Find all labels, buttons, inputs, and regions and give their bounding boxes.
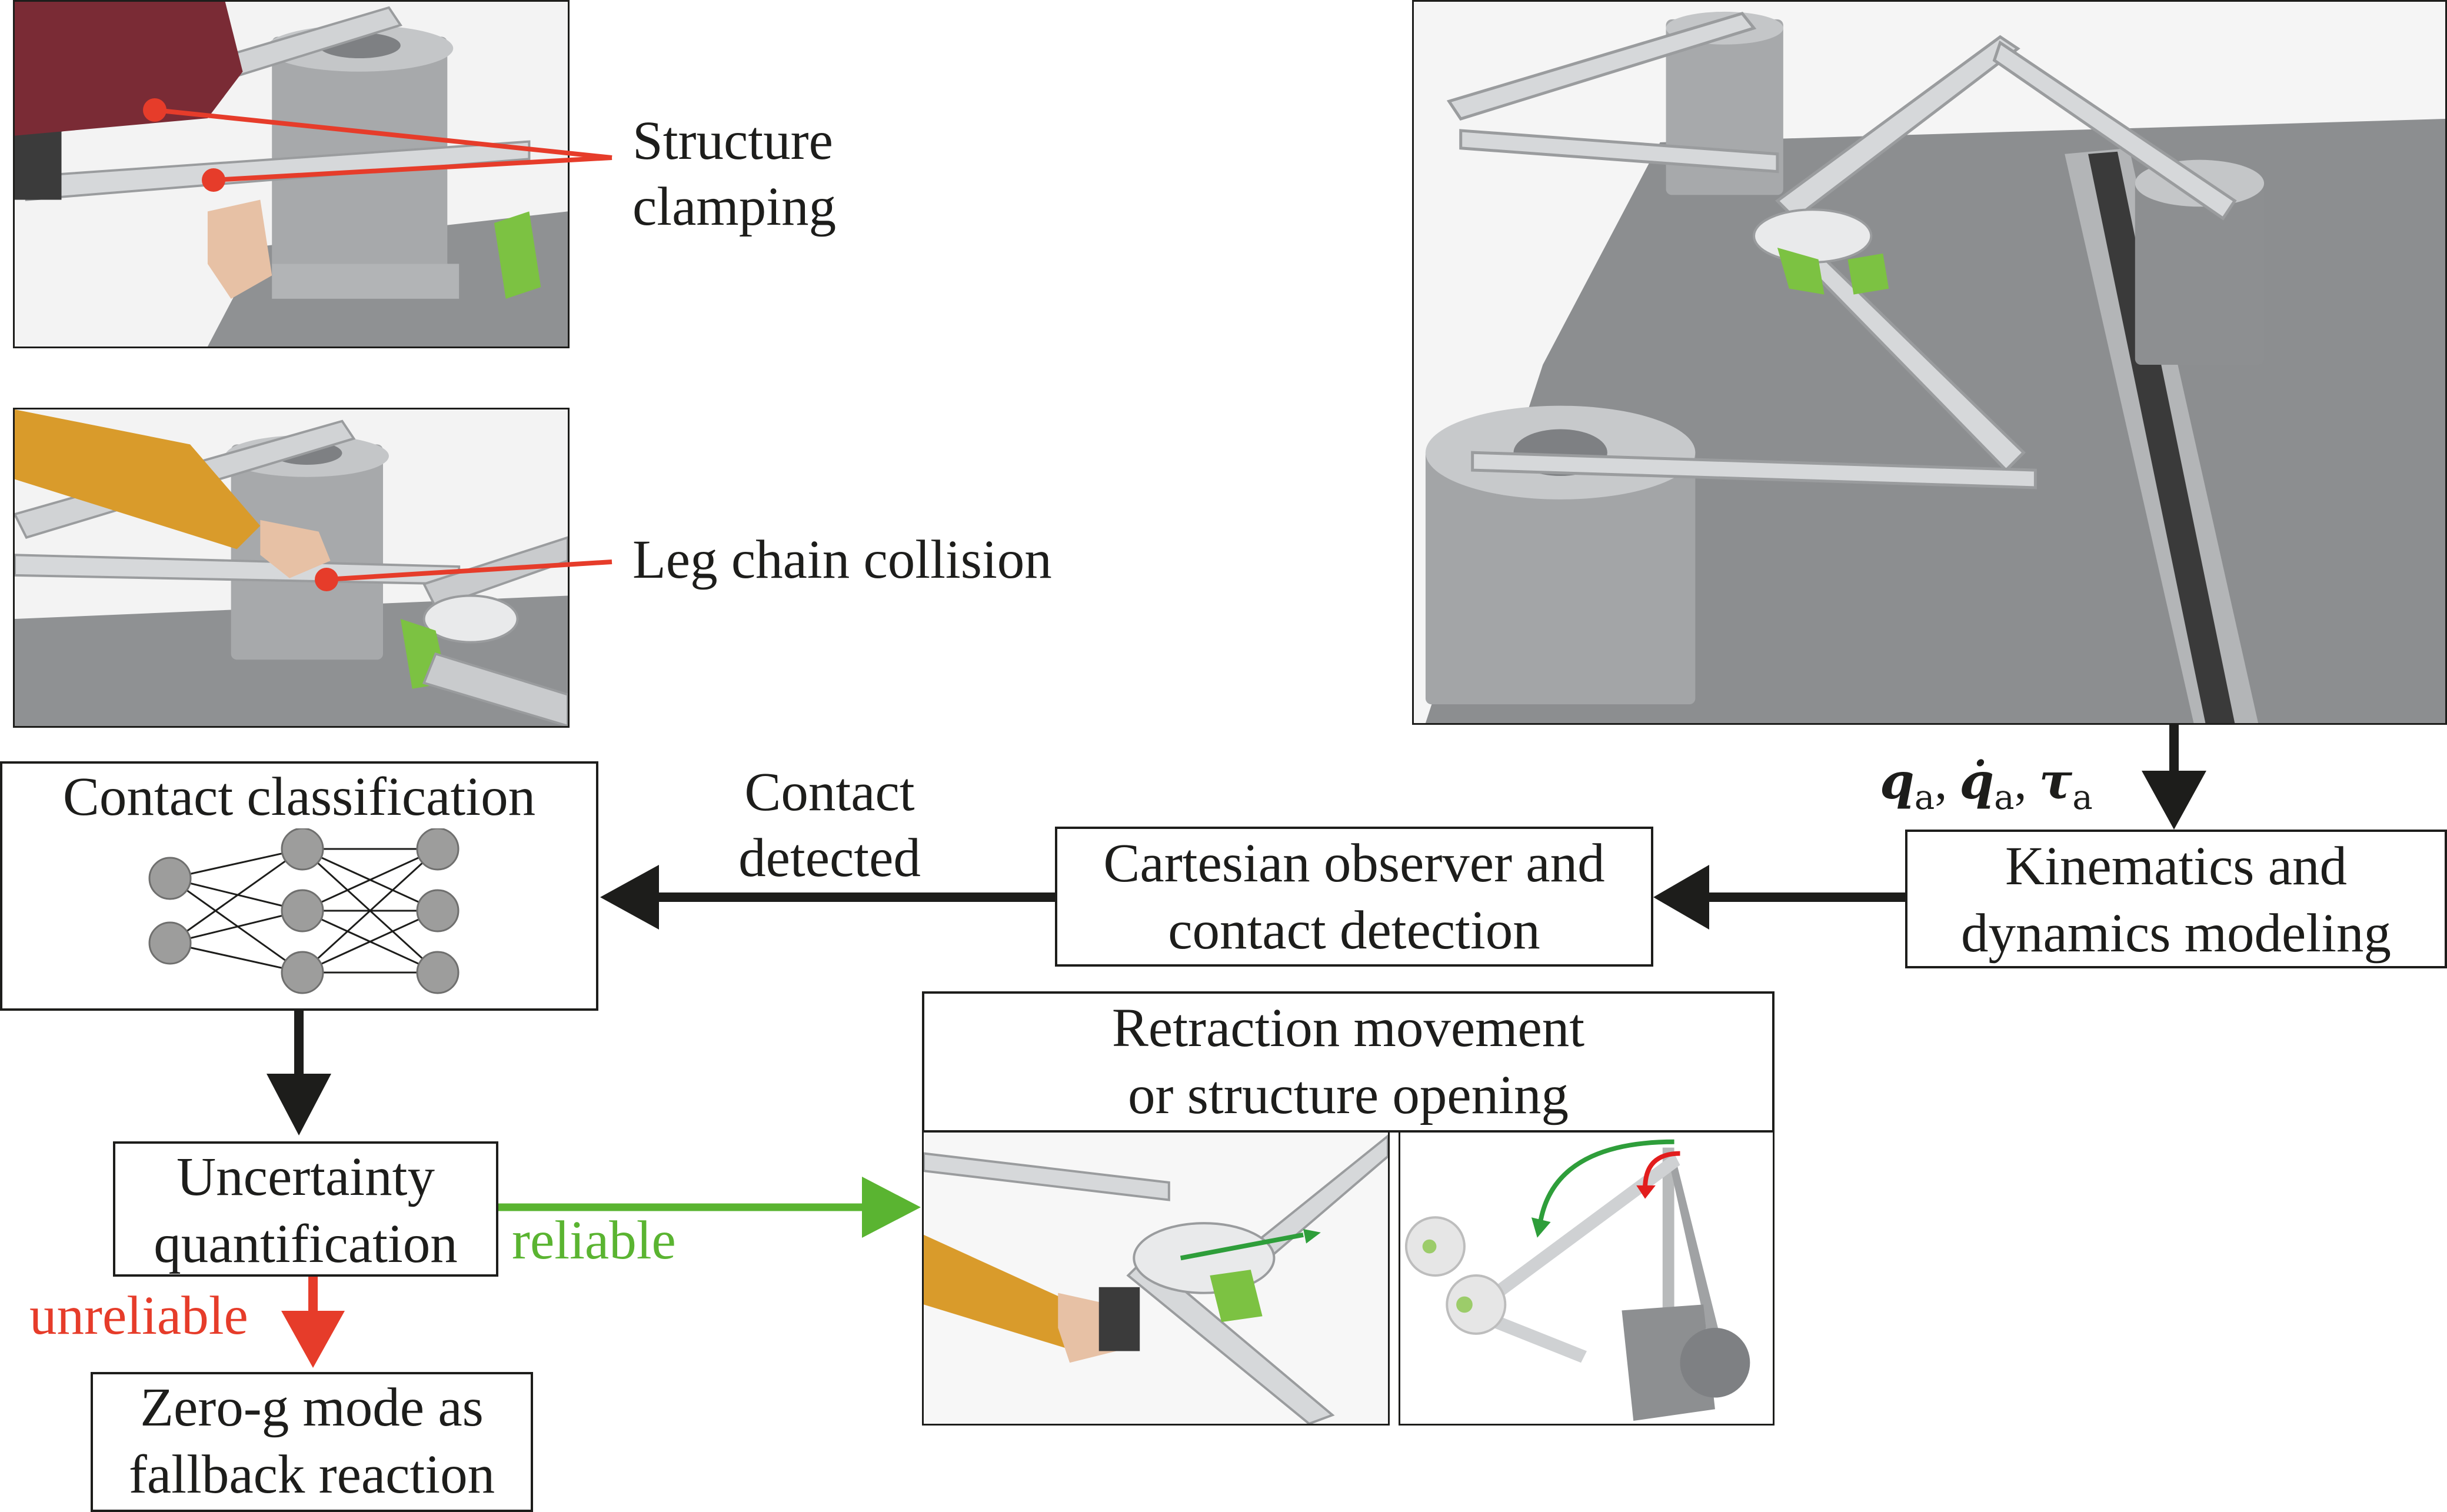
retraction-box: Retraction movement or structure opening: [922, 991, 1775, 1133]
leg-chain-collision-label: Leg chain collision: [632, 529, 1052, 590]
arrowhead-photo-to-kinematics: [2142, 771, 2206, 830]
zero-g-line-1: Zero-g mode as: [140, 1377, 484, 1438]
kinematics-line-2: dynamics modeling: [1961, 903, 2391, 964]
observer-line-1: Cartesian observer and: [1103, 833, 1605, 894]
retraction-photo-render: [1399, 1128, 1775, 1426]
contact-classification-title: Contact classification: [62, 767, 536, 827]
reliable-label: reliable: [512, 1210, 676, 1271]
leg-chain-collision-photo: [13, 408, 570, 728]
contact-detected-label-1: Contact: [744, 762, 915, 822]
contact-detected-label-2: detected: [738, 828, 921, 888]
cartesian-observer-box: Cartesian observer and contact detection: [1055, 827, 1653, 967]
zero-g-line-2: fallback reaction: [128, 1444, 495, 1505]
uncertainty-box: Uncertainty quantification: [113, 1141, 498, 1277]
uncertainty-line-2: quantification: [154, 1214, 458, 1274]
kinematics-box: Kinematics and dynamics modeling: [1905, 830, 2447, 968]
retraction-line-2: or structure opening: [1128, 1065, 1569, 1125]
observer-line-2: contact detection: [1168, 900, 1540, 961]
structure-clamping-label-2: clamping: [632, 176, 837, 237]
kinematics-line-1: Kinematics and: [2005, 836, 2348, 897]
arrowhead-unreliable: [281, 1311, 345, 1368]
arrowhead-kinematics-to-observer: [1653, 865, 1709, 930]
contact-classification-box: Contact classification: [0, 761, 598, 1011]
arrowhead-reliable: [862, 1177, 921, 1238]
state-q: q: [1880, 752, 1915, 810]
arrowhead-observer-to-classification: [600, 865, 659, 930]
structure-clamping-label-1: Structure: [632, 111, 833, 171]
neural-network-icon: [148, 828, 460, 994]
structure-clamping-photo: [13, 0, 570, 348]
retraction-line-1: Retraction movement: [1111, 998, 1585, 1058]
unreliable-label: unreliable: [29, 1285, 248, 1346]
arrowhead-classification-to-uncertainty: [267, 1074, 331, 1135]
state-qdot: q̇: [1959, 752, 1995, 810]
robot-overview-photo: [1412, 0, 2447, 725]
uncertainty-line-1: Uncertainty: [177, 1147, 435, 1207]
actuator-state-label: qa, q̇a, τa: [1880, 752, 2093, 817]
zero-g-box: Zero-g mode as fallback reaction: [91, 1372, 533, 1512]
retraction-photo-hand: [922, 1128, 1390, 1426]
state-tau: τ: [2039, 752, 2073, 810]
